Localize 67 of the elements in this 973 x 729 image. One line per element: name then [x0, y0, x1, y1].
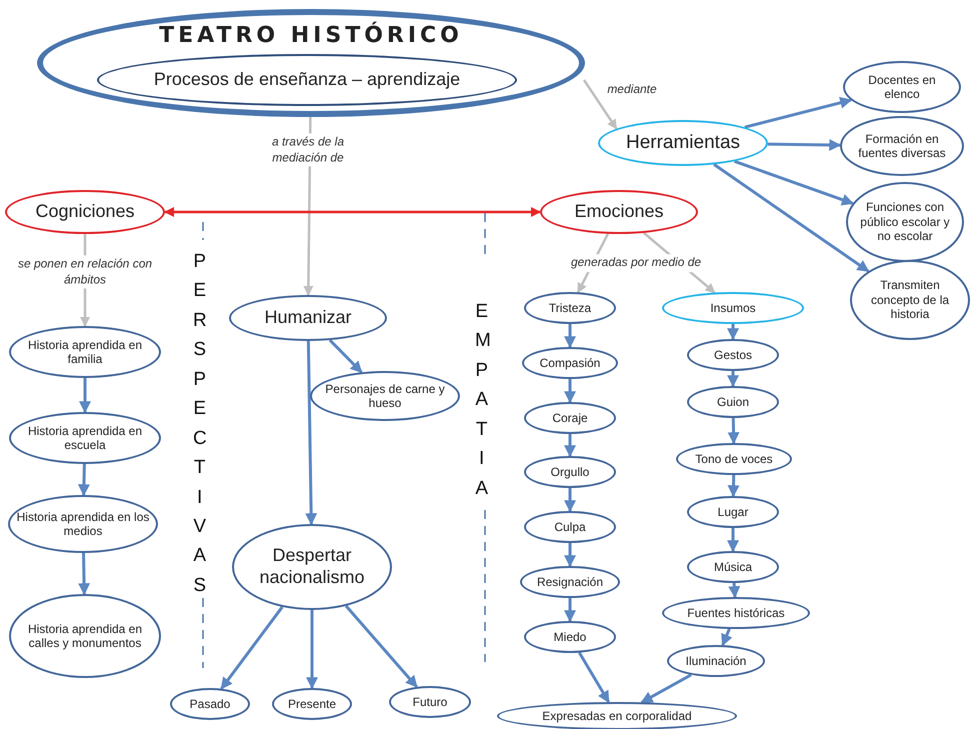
concept-label: Emociones: [574, 201, 664, 223]
connector-arrow: [728, 474, 740, 498]
concept-label: Tristeza: [548, 300, 592, 316]
concept-label: Cogniciones: [35, 201, 135, 223]
connector-arrow: [727, 371, 739, 388]
concept-label: Coraje: [552, 410, 588, 426]
concept-label: Despertar nacionalismo: [258, 545, 366, 589]
connector-arrow: [328, 339, 363, 374]
concept-ellipse: [310, 371, 460, 421]
concept-label: Herramientas: [626, 132, 740, 154]
concept-label: Iluminación: [686, 654, 746, 668]
concept-label: Orgullo: [550, 464, 590, 480]
concept-label: Insumos: [710, 300, 756, 316]
connector-arrow: [564, 488, 576, 512]
vertical-label: PERSPECTIVAS: [193, 250, 212, 598]
concept-ellipse: [843, 61, 961, 113]
connector-arrow: [727, 324, 739, 340]
concept-label: Guion: [716, 394, 750, 410]
concept-label: Formación en fuentes diversas: [857, 132, 947, 160]
concept-label: Presente: [288, 696, 336, 712]
connector-arrow: [727, 528, 739, 552]
concept-label: Miedo: [554, 630, 586, 644]
concept-label: Historia aprendida en los medios: [16, 510, 150, 538]
concept-label: Transmiten concepto de la historia: [870, 278, 950, 322]
connector-arrow: [220, 606, 284, 690]
connector-arrow: [306, 610, 318, 690]
concept-label: Futuro: [412, 694, 448, 710]
concept-label: Expresadas en corporalidad: [542, 708, 692, 724]
connector-arrow: [344, 604, 418, 688]
concept-label: Música: [714, 560, 752, 574]
connector-arrow: [578, 652, 610, 704]
concept-label: Procesos de enseñanza – aprendizaje: [154, 69, 460, 91]
concept-label: Fuentes históricas: [687, 606, 785, 620]
concept-label: Culpa: [554, 520, 586, 534]
concept-label: Docentes en elenco: [867, 72, 937, 102]
connector-arrow: [305, 340, 318, 526]
concept-label: Historia aprendida en calles y monumentos: [26, 622, 144, 650]
connector-arrow: [79, 378, 91, 414]
connector-arrow: [164, 207, 541, 217]
connector-arrow: [78, 552, 90, 596]
connector-arrow: [564, 324, 576, 348]
connector-arrow: [728, 418, 740, 444]
connector-arrow: [582, 79, 618, 130]
connector-arrow: [713, 163, 870, 272]
connector-arrow: [564, 543, 576, 568]
connector-arrow: [564, 598, 576, 622]
connector-arrow: [768, 139, 842, 151]
concept-label: Personajes de carne y hueso: [324, 382, 446, 410]
concept-label: Compasión: [540, 356, 600, 370]
connector-arrow: [564, 379, 576, 404]
concept-label: Tono de voces: [695, 452, 773, 466]
concept-label: Historia aprendida en escuela: [26, 424, 144, 452]
concept-label: Lugar: [718, 504, 748, 520]
vertical-label: EMPATIA: [475, 300, 494, 501]
connector-arrow: [564, 434, 576, 458]
connector-arrow: [721, 628, 732, 646]
concept-label: Resignación: [536, 574, 604, 590]
concept-label: Pasado: [190, 696, 230, 712]
concept-label: Humanizar: [264, 307, 352, 329]
concept-label: Funciones con público escolar y no escolar: [859, 200, 951, 244]
connector-arrow: [734, 160, 854, 206]
main-concept-label: TEATRO HISTÓRICO: [159, 23, 463, 50]
concept-label: Historia aprendida en familia: [26, 338, 144, 366]
connector-arrow: [728, 582, 740, 598]
concept-label: Gestos: [714, 348, 752, 362]
connector-arrow: [744, 96, 852, 129]
connector-arrow: [78, 464, 90, 496]
